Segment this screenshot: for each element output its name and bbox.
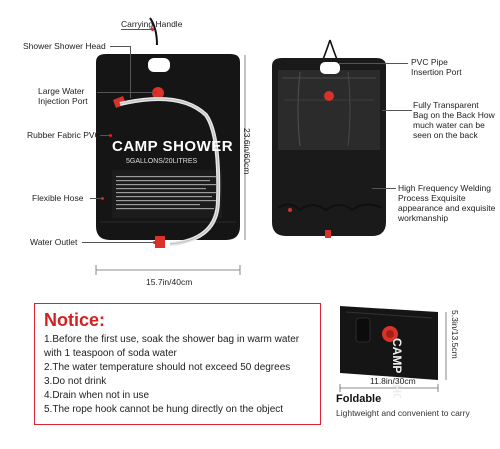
bag-brand: CAMP SHOWER: [112, 138, 234, 155]
dot-5: [153, 241, 156, 244]
label-pipe-port: PVC Pipe Insertion Port: [411, 57, 462, 77]
dimension-width: 15.7in/40cm: [146, 277, 193, 287]
dimension-folded-height: 5.3in/13.5cm: [450, 310, 460, 359]
dot-2: [154, 91, 157, 94]
label-welding: High Frequency Welding Process Exquisite…: [398, 183, 496, 223]
label-transparent-bag: Fully Transparent Bag on the Back How mu…: [413, 100, 495, 140]
notice-item: 2.The water temperature should not excee…: [44, 362, 291, 373]
notice-item: 5.The rope hook cannot be hung directly …: [44, 404, 284, 415]
dimension-height: 23.6in/60cm: [242, 128, 252, 175]
dot-3: [109, 134, 112, 137]
dot-1: [151, 28, 154, 31]
folded-brand-text: CAMP SHOWER: [390, 338, 404, 398]
label-carrying-handle: Carrying Handle: [121, 19, 183, 29]
leader-water-outlet: [82, 242, 154, 243]
notice-item: 1.Before the first use, soak the shower …: [44, 334, 300, 345]
leader-welding: [372, 188, 396, 189]
notice-item: 3.Do not drink: [44, 376, 107, 387]
foldable-subtitle: Lightweight and convenient to carry: [336, 408, 470, 418]
leader-shower-head-down: [130, 46, 131, 98]
leader-flexible-hose: [90, 198, 102, 199]
leader-transparent-bag: [382, 110, 412, 111]
dot-4: [101, 197, 104, 200]
label-flexible-hose: Flexible Hose: [32, 193, 84, 203]
notice-item: with 1 teaspoon of soda water: [44, 348, 177, 359]
label-water-outlet: Water Outlet: [30, 237, 78, 247]
foldable-title: Foldable: [336, 393, 382, 405]
leader-shower-head: [110, 46, 130, 47]
label-shower-head: Shower Shower Head: [23, 41, 106, 51]
leader-pipe-port: [338, 63, 408, 64]
notice-item: 4.Drain when not in use: [44, 390, 150, 401]
leader-water-injection: [97, 92, 155, 93]
notice-box: [34, 303, 321, 425]
label-rubber-fabric: Rubber Fabric PVC: [27, 130, 101, 140]
dimension-folded-width: 11.8in/30cm: [370, 376, 416, 386]
leader-rubber-fabric: [100, 135, 110, 136]
leader-carrying-handle: [121, 29, 153, 30]
notice-title: Notice:: [44, 310, 106, 330]
bag-capacity: 5GALLONS/20LITRES: [126, 158, 198, 165]
label-water-injection: Large Water Injection Port: [38, 86, 88, 106]
